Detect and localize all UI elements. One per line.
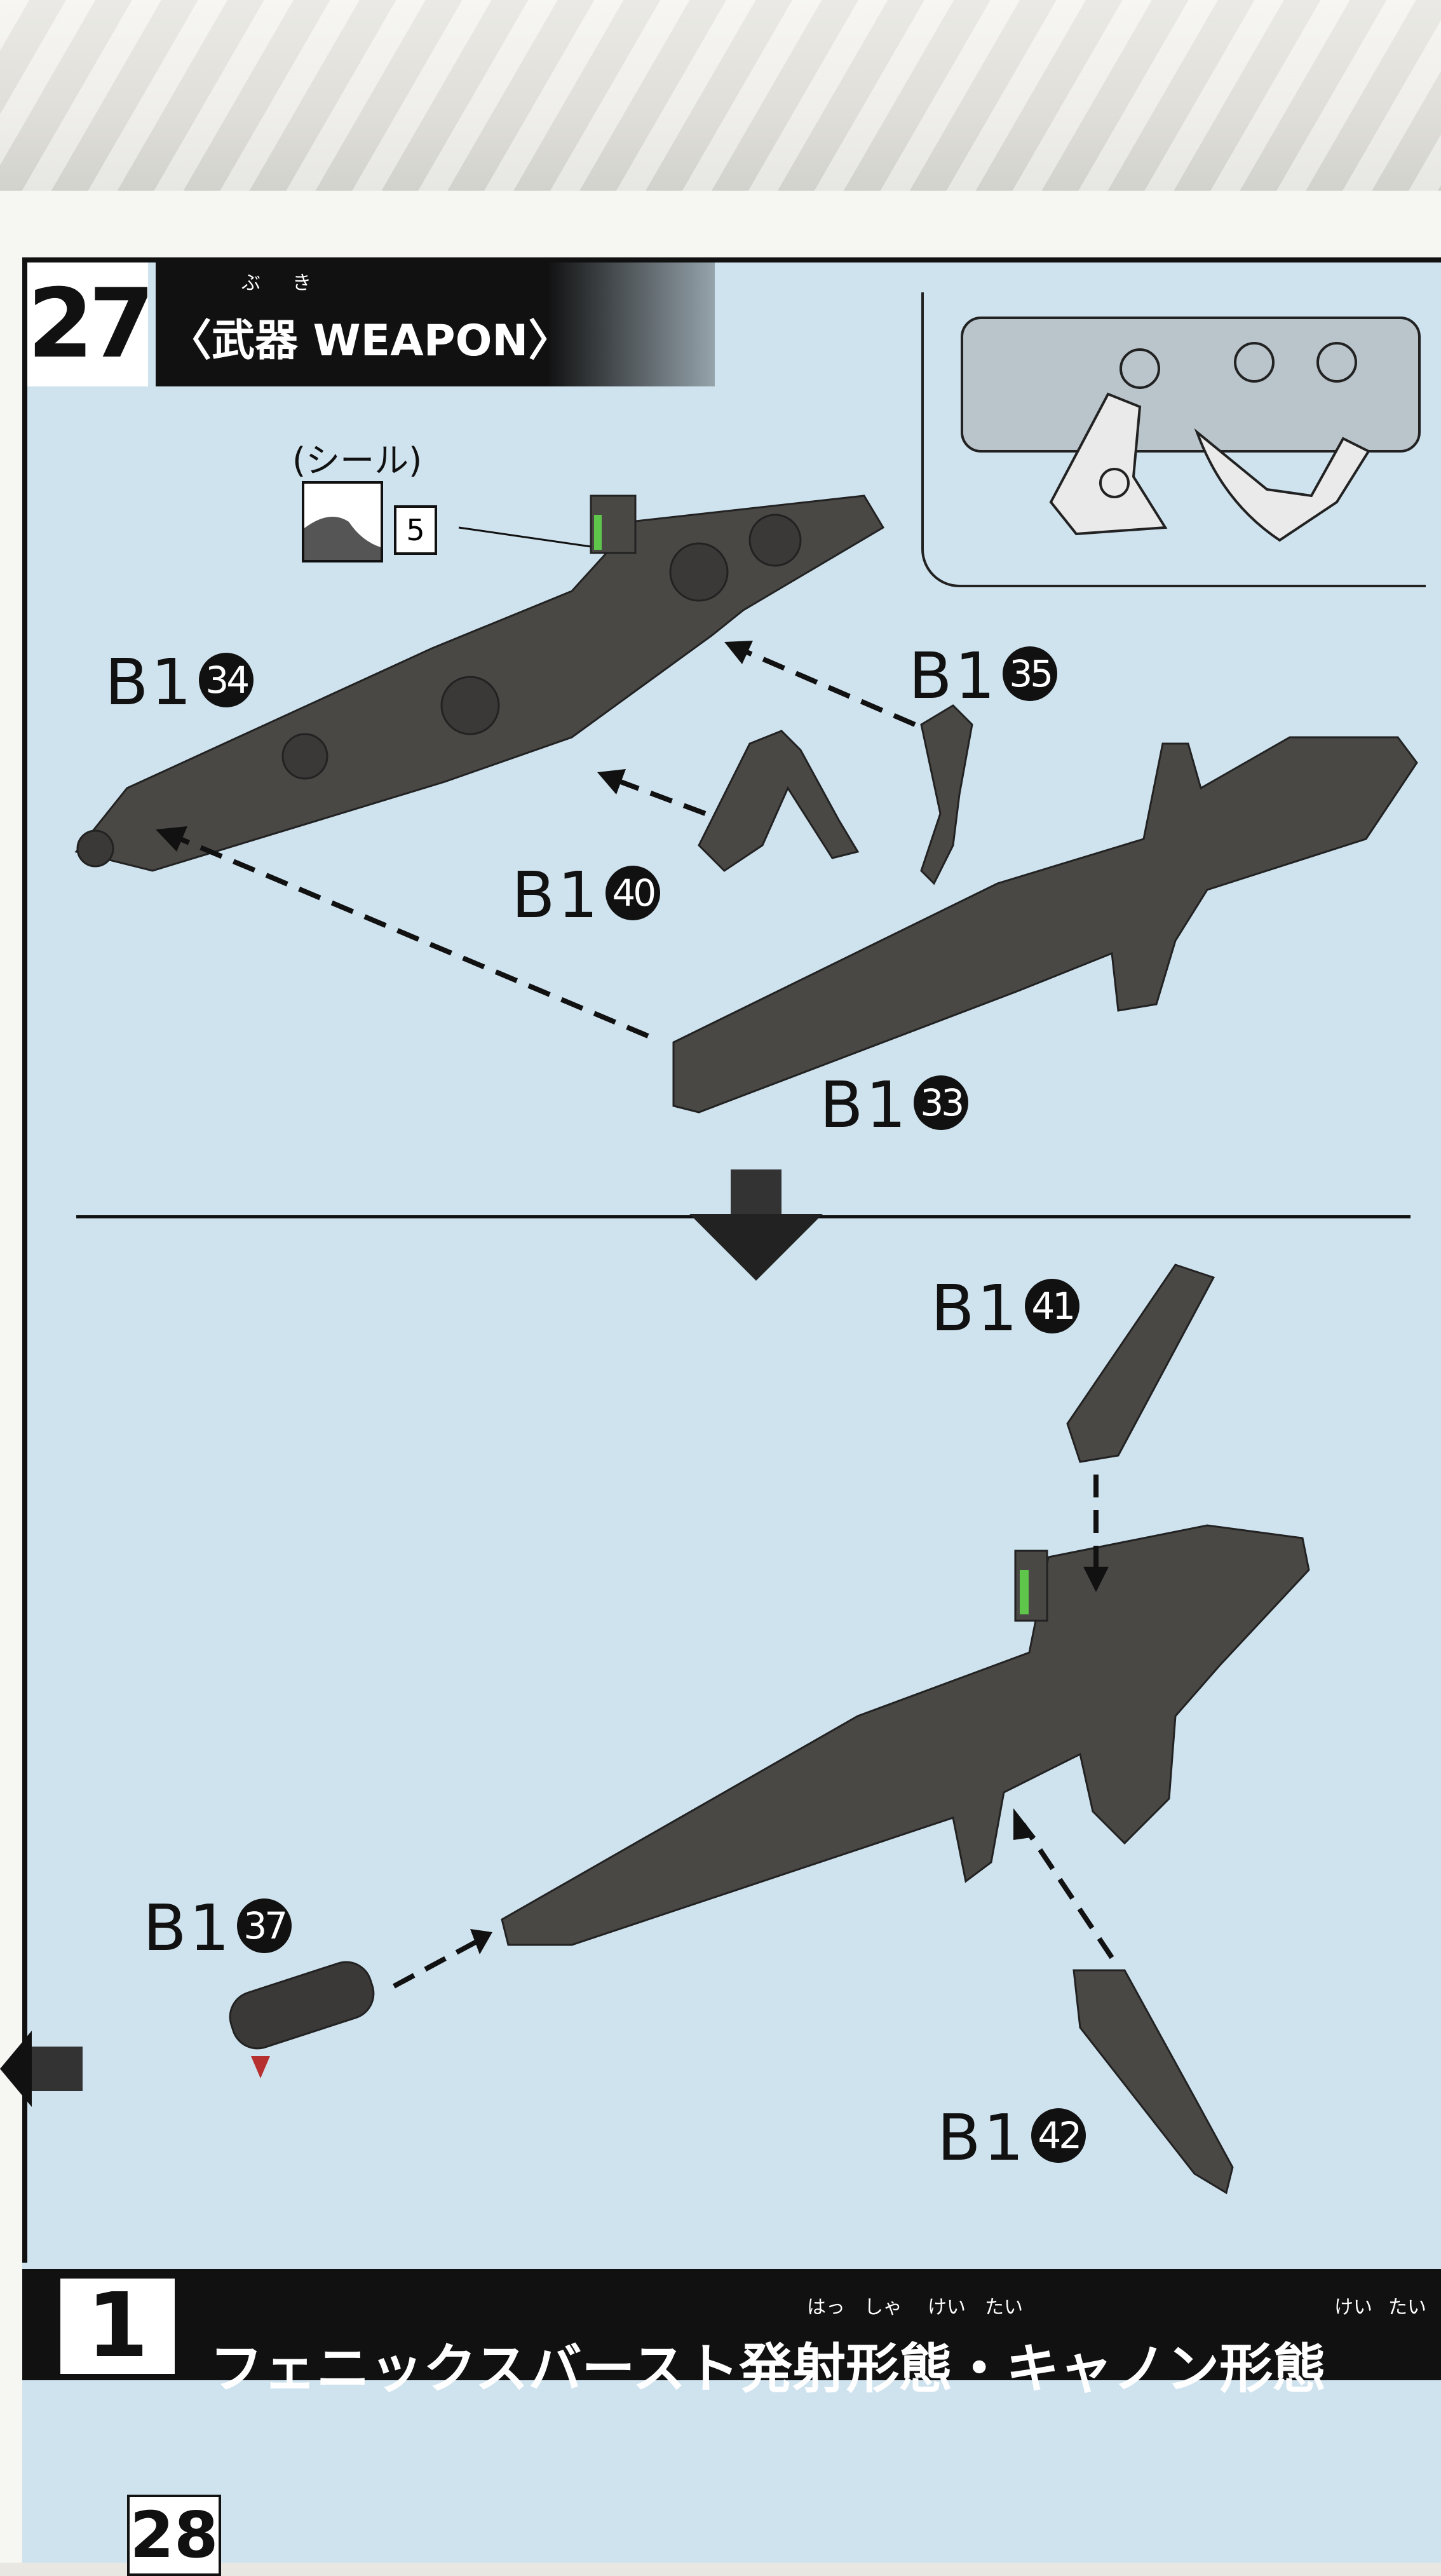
part-b1-37 [229,1961,375,2050]
furigana-sha: しゃ [864,2296,902,2319]
arrow-b1-42 [1020,1822,1114,1959]
furigana-hatsu: はっ [807,2296,845,2319]
down-arrow-icon [689,1169,823,1281]
arrow-b1-35 [729,643,916,727]
sticker-leader-line [458,526,592,548]
assembled-rifle [501,1524,1310,1946]
part-b1-35 [920,704,973,885]
next-section-title: フェニックスバースト発射形態・キャノン形態 [210,2338,1327,2400]
left-arrow-icon [0,2031,83,2107]
arrow-b1-33 [164,830,649,1039]
furigana-ki: き [292,272,311,294]
furigana-tai-2: たい [1388,2296,1426,2319]
sticker-green-strip [594,515,602,550]
inset-detail [921,292,1426,587]
inset-drawing [961,317,1421,542]
sticker-number: 5 [394,505,437,555]
furigana-kei: けい [928,2296,966,2319]
title-bar [156,262,715,386]
part-b1-40 [698,730,860,872]
sticker-label: (シール) [292,440,423,480]
next-step-number: 28 [127,2495,221,2576]
sticker-green-strip-2 [1020,1570,1029,1614]
part-b1-41 [1066,1264,1215,1463]
next-section-number: 1 [60,2279,175,2374]
step-title: 〈武器 WEAPON〉 [168,316,572,366]
furigana-bu: ぶ [241,272,260,294]
arrow-b1-37 [393,1939,478,1989]
step-number: 27 [27,262,155,386]
left-margin [0,257,22,2563]
next-section-bar [22,2269,1441,2380]
background-fabric [0,0,1441,191]
sticker-icon [302,481,383,562]
caution-mark [251,2056,270,2078]
part-b1-42 [1072,1969,1234,2195]
part-b1-33 [672,736,1418,1114]
furigana-kei-2: けい [1334,2296,1372,2319]
furigana-tai: たい [985,2296,1023,2319]
